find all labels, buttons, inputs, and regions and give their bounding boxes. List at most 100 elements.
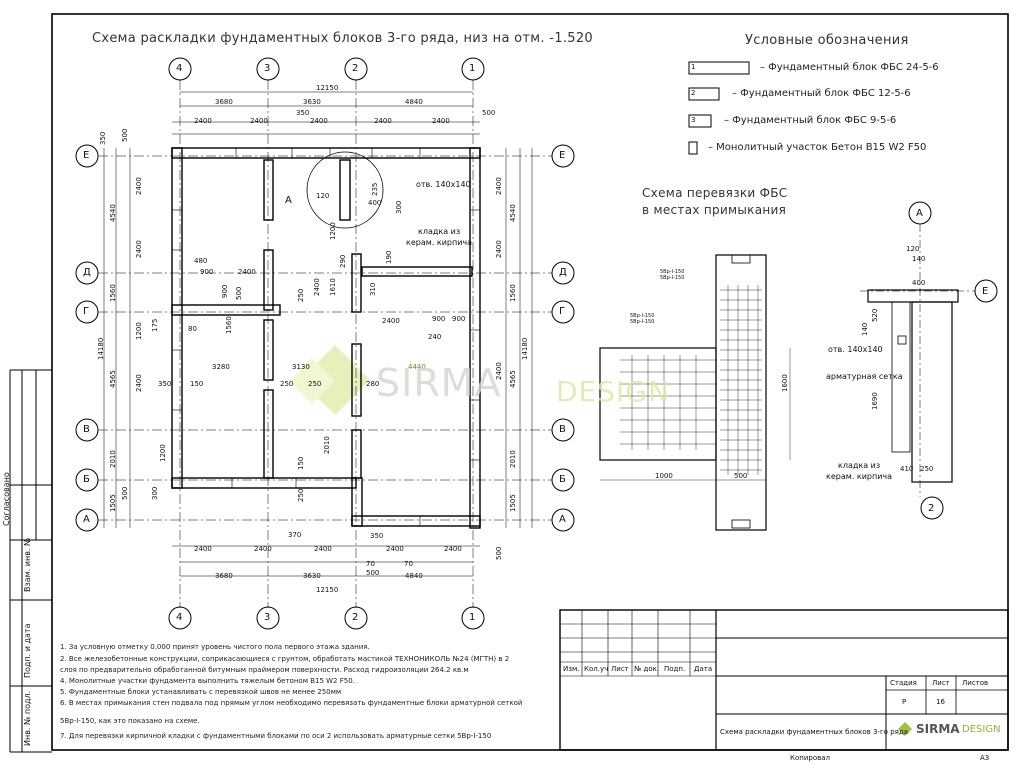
detail2-d250: 250 (920, 465, 934, 473)
detail2-mesh: арматурная сетка (826, 372, 903, 381)
side-stamp-sign-date: Подп. и дата (23, 623, 32, 679)
detail2-hole: отв. 140x140 (828, 345, 883, 354)
dim-right-1505: 1505 (509, 494, 517, 512)
stamp-format: А3 (980, 754, 990, 762)
stamp-sheet-value: 16 (936, 698, 945, 706)
inner-dim-4440: 4440 (408, 363, 426, 371)
axis-bottom-2: 2 (352, 612, 359, 623)
dim-top-block-6: 500 (482, 109, 496, 117)
dim-left-4540: 4540 (109, 204, 117, 222)
note-1: 1. За условную отметку 0.000 принят уров… (60, 643, 370, 651)
dim-left-350: 350 (99, 131, 107, 145)
axis-right-g: Г (559, 306, 566, 317)
inner-dim-290: 290 (339, 254, 347, 268)
drawing-title: Схема раскладки фундаментных блоков 3-го… (92, 31, 593, 46)
dim-right-14180: 14180 (521, 337, 529, 360)
note-6: 6. В местах примыкания стен подвала под … (60, 699, 523, 707)
sheet-frame (51, 13, 1009, 751)
dim-bottom-block-2: 2400 (254, 545, 272, 553)
axis-right-d: Д (559, 267, 567, 278)
dim-left-1505: 1505 (109, 494, 117, 512)
inner-dim-900c: 900 (432, 315, 446, 323)
foundation-plan (75, 57, 575, 630)
legend-key-1: 1 (691, 63, 696, 71)
stamp-col-date: Дата (694, 665, 713, 673)
detail1-title-line2: в местах примыкания (642, 203, 787, 217)
inner-dim-250b: 250 (280, 380, 294, 388)
axis-top-3: 3 (264, 63, 271, 74)
detail2-d400: 400 (912, 279, 926, 287)
plan-callout-masonry-l2: керам. кирпича (406, 238, 473, 247)
legend-item-3: – Фундаментный блок ФБС 9-5-6 (724, 115, 897, 126)
inner-dim-3130: 3130 (292, 363, 310, 371)
note-7: 5Вр-I-150, как это показано на схеме. (60, 717, 200, 725)
plan-callout-a: А (285, 195, 292, 206)
dim-bottom-block-1: 2400 (194, 545, 212, 553)
inner-dim-350: 350 (158, 380, 172, 388)
stamp-sheets-header: Листов (962, 679, 989, 687)
detail2-axis-a: А (916, 208, 923, 219)
side-stamp-inv: Инв. № подл. (23, 690, 32, 746)
inner-dim-70b: 70 (404, 560, 413, 568)
detail2-masonry-l1: кладка из (838, 461, 881, 470)
inner-dim-310: 310 (369, 282, 377, 296)
axis-left-a: А (83, 514, 90, 525)
inner-dim-350b: 350 (370, 532, 384, 540)
detail2-d1690: 1690 (871, 392, 879, 410)
dim-bottom-span-1: 3680 (215, 572, 233, 580)
dim-top-block-1: 2400 (194, 117, 212, 125)
dim-top-block-3: 2400 (310, 117, 328, 125)
plan-callout-hole: отв. 140x140 (416, 180, 471, 189)
inner-dim-120: 120 (316, 192, 330, 200)
axis-left-d: Д (83, 267, 91, 278)
dim-bottom-block-4: 2400 (386, 545, 404, 553)
dim-500: 500 (734, 472, 748, 480)
dim-right-500: 500 (495, 546, 503, 560)
dim-top-span-2: 3630 (303, 98, 321, 106)
inner-dim-2400b: 2400 (313, 278, 321, 296)
axis-right-b: Б (559, 474, 566, 485)
watermark-suffix: DESIGN (556, 375, 670, 408)
detail2-axis-2: 2 (928, 503, 935, 514)
inner-dim-1200b: 1200 (135, 322, 143, 340)
dim-left-4565: 4565 (109, 370, 117, 388)
inner-dim-250c: 250 (308, 380, 322, 388)
dim-top-span-3: 4840 (405, 98, 423, 106)
detail-callout-circle (306, 151, 384, 229)
stamp-stage-value: Р (902, 698, 907, 706)
inner-dim-400: 400 (368, 199, 382, 207)
inner-dim-280: 280 (366, 380, 380, 388)
inner-dim-300: 300 (395, 200, 403, 214)
side-stamp-agreed: Согласовано (2, 472, 11, 526)
detail2-masonry-l2: керам. кирпича (826, 472, 893, 481)
axis-top-1: 1 (469, 63, 476, 74)
inner-dim-80: 80 (188, 325, 197, 333)
dim-right-4540: 4540 (509, 204, 517, 222)
dim-left-500b: 500 (121, 486, 129, 500)
dimension-lines (103, 91, 533, 577)
inner-dim-2400a: 2400 (238, 268, 256, 276)
inner-dim-1200a: 1200 (329, 222, 337, 240)
side-stamp-replace: Взам. инв. № (23, 537, 32, 592)
legend-symbols (688, 61, 750, 155)
plan-callout-masonry-l1: кладка из (418, 227, 461, 236)
dim-right-4565: 4565 (509, 370, 517, 388)
stamp-col-list: Лист (611, 665, 629, 673)
detail-mesh-schema (599, 254, 791, 531)
inner-dim-1200c: 1200 (159, 444, 167, 462)
axis-lines (98, 80, 552, 608)
axis-bottom-1: 1 (469, 612, 476, 623)
watermark-brand: SIRMA (376, 361, 502, 405)
note-4: 4. Монолитные участки фундамента выполни… (60, 677, 355, 685)
block-joints (172, 148, 480, 526)
dim-left-500: 500 (121, 128, 129, 142)
legend-key-3: 3 (691, 116, 696, 124)
note-5: 5. Фундаментные блоки устанавливать с пе… (60, 688, 342, 696)
dim-left-1560: 1560 (109, 284, 117, 302)
inner-dim-190: 190 (385, 250, 393, 264)
detail2-d520: 520 (871, 308, 879, 322)
inner-dim-3280: 3280 (212, 363, 230, 371)
mesh-label-left-bot: 5Вр-I-150 (630, 319, 655, 325)
detail2-d120: 120 (906, 245, 920, 253)
